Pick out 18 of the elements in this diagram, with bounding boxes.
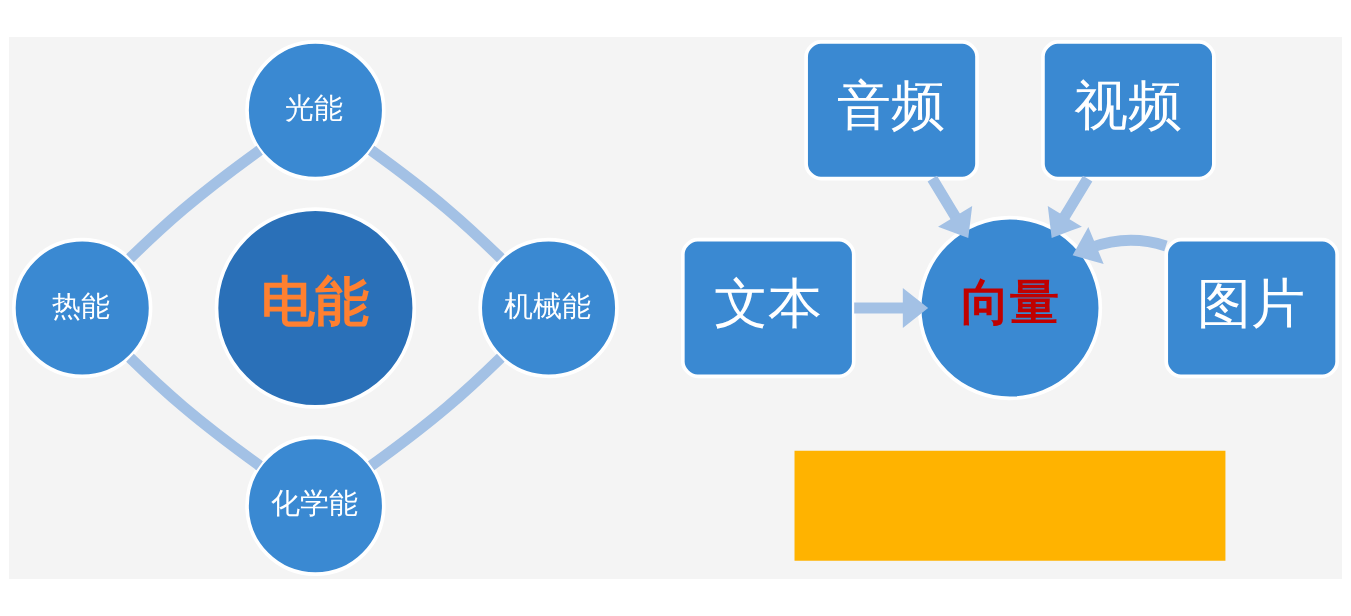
arrow [854,288,929,328]
node-box: 图片 [1164,237,1339,379]
node-circle: 化学能 [245,435,386,576]
node-box: 文本 [681,237,856,379]
arrow [927,175,973,238]
node-box: 音频 [804,40,979,181]
connector [367,353,505,471]
node-box [794,450,1226,561]
node-circle: 热能 [12,237,153,379]
node-circle: 电能 [214,207,417,409]
arrow [1072,227,1168,264]
node-circle: 机械能 [478,237,619,379]
node-circle: 光能 [245,40,386,181]
node-box: 视频 [1041,40,1216,181]
arrow [1047,175,1093,238]
connector [367,145,505,263]
connector [126,145,263,263]
connector [126,353,263,471]
